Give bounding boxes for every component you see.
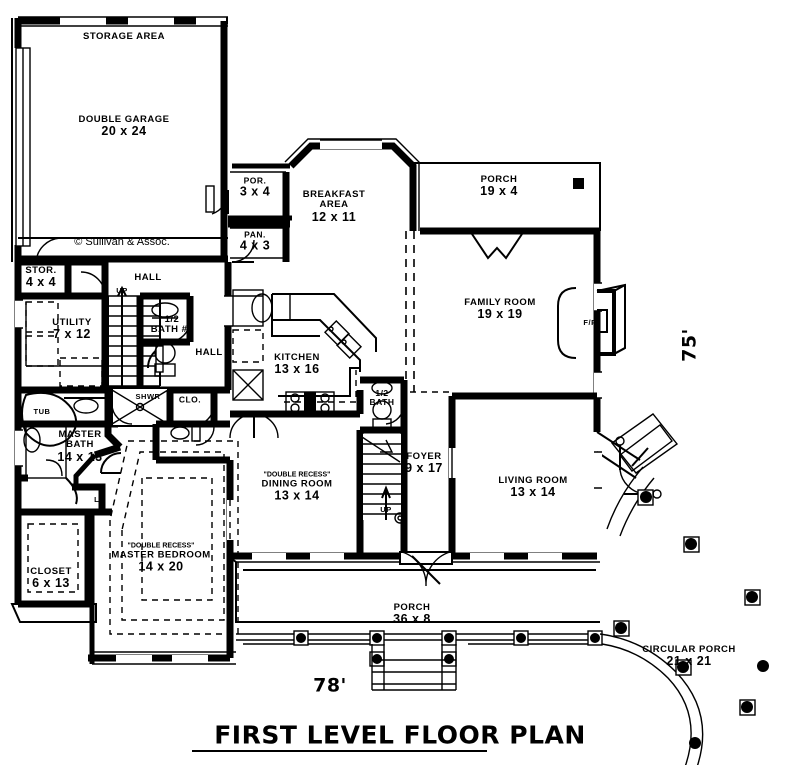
- room-name: MASTER: [58, 429, 102, 440]
- room-dimensions: 3 x 4: [239, 184, 271, 199]
- room-name: 1/2: [375, 387, 389, 398]
- room-dimensions: 20 x 24: [101, 124, 147, 139]
- room-dimensions: 6 x 13: [32, 576, 70, 591]
- room-label-storage-closet: STOR.4 x 4: [25, 265, 57, 290]
- room-dimensions: 9 x 17: [405, 461, 443, 476]
- room-label-tub: TUB: [33, 406, 51, 416]
- annotation-stair-up-rear: UP: [116, 285, 128, 295]
- room-recess-note: "DOUBLE RECESS": [127, 542, 195, 550]
- room-name-line2: BATH: [369, 397, 395, 407]
- room-name: PORCH: [480, 174, 518, 186]
- room-name: HALL: [134, 271, 162, 283]
- room-name-line2: BATH #2: [150, 324, 194, 335]
- room-dimensions: 7 x 12: [53, 327, 91, 342]
- room-name: CLO.: [178, 394, 202, 405]
- room-dimensions: 19 x 19: [477, 307, 523, 322]
- room-name: STORAGE AREA: [82, 30, 166, 42]
- room-dimensions: 13 x 14: [274, 488, 320, 503]
- room-dimensions: 14 x 20: [138, 559, 184, 574]
- room-recess-note: "DOUBLE RECESS": [263, 471, 331, 479]
- room-label-fireplace: F/P: [583, 317, 597, 327]
- room-label-closet-small: CLO.: [179, 395, 201, 404]
- room-name: BREAKFAST: [302, 189, 366, 200]
- room-name-line2: AREA: [319, 199, 349, 211]
- room-dimensions: 13 x 16: [274, 362, 320, 377]
- room-name: POR.: [243, 175, 267, 186]
- room-name: F/P: [583, 317, 597, 327]
- room-dimensions: 19 x 4: [480, 184, 518, 199]
- room-name: 1/2: [164, 313, 180, 325]
- room-name: DINING ROOM: [261, 477, 333, 489]
- room-dimensions: 4 x 3: [239, 238, 271, 253]
- room-label-hall-upper: HALL: [134, 271, 162, 283]
- room-name: SHWR: [135, 391, 161, 401]
- room-name-line2: BATH: [66, 439, 94, 451]
- room-dimensions: 13 x 14: [510, 485, 556, 500]
- room-name: CLOSET: [30, 566, 72, 578]
- room-name: DOUBLE GARAGE: [78, 114, 170, 126]
- room-name: HALL: [195, 346, 223, 358]
- room-name: PAN.: [244, 229, 266, 240]
- room-name: STOR.: [25, 265, 57, 277]
- room-label-storage-area: STORAGE AREA: [82, 30, 166, 42]
- room-dimensions: 14 x 13: [57, 449, 103, 464]
- room-label-shower: SHWR: [135, 391, 161, 401]
- room-name: CIRCULAR PORCH: [642, 644, 736, 656]
- overall-width-dimension: 78': [313, 674, 347, 697]
- room-label-pantry: PAN.4 x 3: [239, 229, 271, 254]
- overall-depth-dimension: 75': [678, 328, 701, 362]
- room-name: TUB: [33, 406, 51, 416]
- annotation-stair-up-front: UP: [380, 504, 392, 514]
- room-dimensions: 36 x 8: [393, 612, 431, 627]
- room-name: MASTER BEDROOM: [111, 548, 211, 560]
- room-dimensions: 12 x 11: [311, 209, 357, 224]
- room-dimensions: 4 x 4: [25, 275, 57, 290]
- title-underline: [192, 750, 487, 752]
- room-dimensions: 21 x 21: [666, 654, 712, 669]
- room-name: UTILITY: [52, 317, 92, 329]
- room-name: FOYER: [406, 451, 442, 463]
- room-name: KITCHEN: [274, 352, 320, 364]
- annotation-linen-closet: L.: [94, 494, 102, 504]
- room-name: FAMILY ROOM: [464, 297, 536, 309]
- room-name: LIVING ROOM: [498, 475, 568, 487]
- room-label-hall-lower: HALL: [195, 346, 223, 358]
- room-label-porch-small: POR.3 x 4: [239, 175, 271, 200]
- copyright-notice: © Sullivan & Assoc.: [74, 236, 170, 249]
- room-name: PORCH: [393, 602, 431, 614]
- plan-title: FIRST LEVEL FLOOR PLAN: [214, 720, 586, 750]
